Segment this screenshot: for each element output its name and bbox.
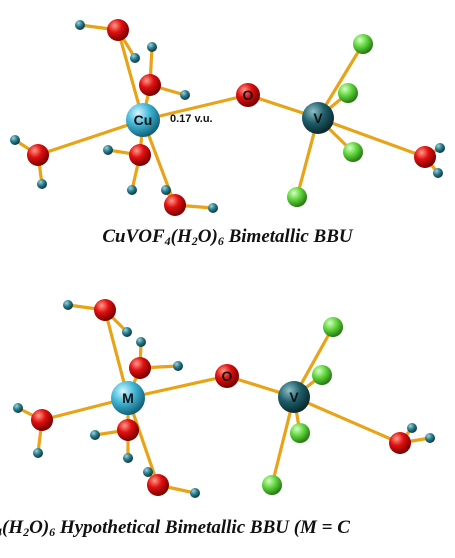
- fluorine-atom-set: [262, 317, 343, 495]
- metal-m-label: M: [122, 390, 134, 406]
- oxygen-atom-set: [31, 299, 411, 496]
- vanadium-label: V: [289, 389, 299, 405]
- cuvof4-structure-diagram: O Cu V 0.17 v.u.: [10, 19, 445, 216]
- hydrogen-atom-set: [13, 300, 435, 498]
- hydrogen-atom-set: [10, 20, 445, 213]
- bridging-oxygen-atom: [215, 364, 239, 388]
- bottom-structure-panel: O M V 4(H2O)6 Hypothetical Bimetallic BB…: [0, 280, 455, 558]
- top-caption: CuVOF4(H2O)6 Bimetallic BBU: [102, 226, 353, 248]
- copper-label: Cu: [134, 112, 153, 128]
- top-structure-panel: O Cu V 0.17 v.u. CuVOF4(H2O)6 Bimetallic…: [10, 19, 445, 248]
- oxygen-atom-set: [27, 19, 436, 216]
- vanadium-atom: [278, 381, 310, 413]
- bond-valence-label: 0.17 v.u.: [170, 113, 213, 125]
- vanadium-label: V: [313, 110, 323, 126]
- bridging-oxygen-label: O: [243, 87, 254, 103]
- copper-atom: [126, 103, 160, 137]
- bond-set: [13, 23, 442, 210]
- bridging-oxygen-atom: [236, 83, 260, 107]
- fluorine-atom-set: [287, 34, 373, 207]
- vanadium-atom: [302, 102, 334, 134]
- metal-m-atom: [111, 381, 145, 415]
- hypothetical-structure-diagram: O M V: [13, 299, 435, 498]
- bridging-oxygen-label: O: [222, 368, 233, 384]
- bond-set: [16, 303, 432, 495]
- bottom-caption: 4(H2O)6 Hypothetical Bimetallic BBU (M =…: [0, 517, 350, 539]
